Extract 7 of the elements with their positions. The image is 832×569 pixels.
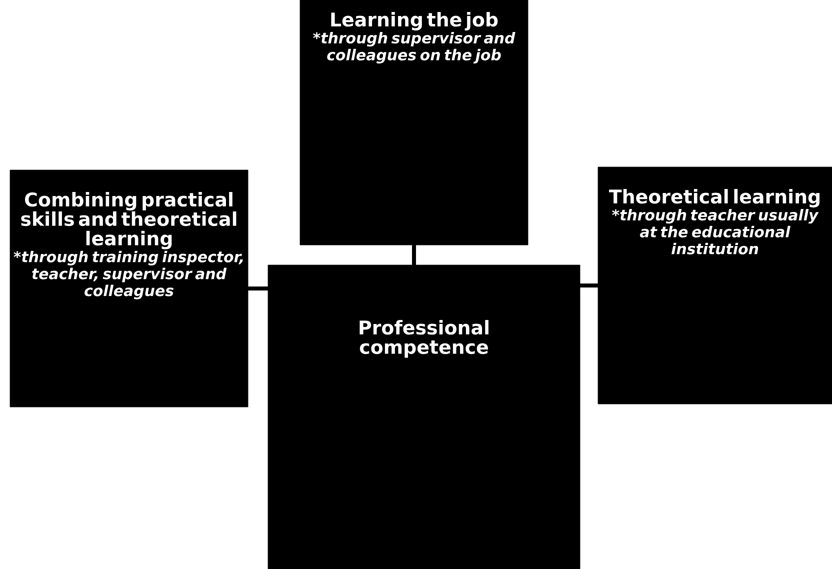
text-box: Learning the job *through supervisor and colleagues on the job (300, 0, 528, 246)
text-box: Theoretical learning *through teacher usually at the educational institution (598, 166, 832, 404)
text-box: Professional competence (268, 264, 580, 569)
connector-line (580, 284, 598, 288)
connector-line (412, 245, 416, 265)
connector-line (248, 286, 268, 290)
text-box: Combining practical skills and theoretical learning *through training inspector, teacher, supervisor and colleagues (10, 170, 248, 408)
